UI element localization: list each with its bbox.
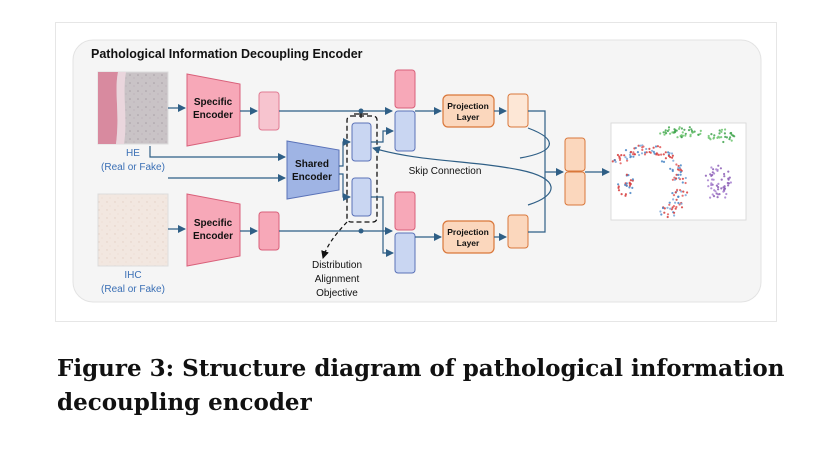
he-image [97,71,169,145]
latent-shared-top [394,110,416,152]
shared-encoder: Shared Encoder [286,140,340,200]
svg-text:Specific: Specific [194,97,233,108]
svg-text:Encoder: Encoder [193,231,233,242]
specific-feature-top [258,91,280,131]
projected-output-top [507,93,529,128]
ihc-image [97,193,169,267]
tsne-scatter-plot [610,122,747,221]
combined-embedding-bottom [564,171,586,206]
latent-shared-bottom [394,232,416,274]
projected-output-bottom [507,214,529,249]
specific-encoder-bottom: Specific Encoder [186,193,241,267]
latent-specific-top [394,69,416,109]
svg-text:Layer: Layer [457,112,480,122]
combined-embedding-top [564,137,586,172]
svg-text:Encoder: Encoder [292,172,332,183]
specific-feature-bottom [258,211,280,251]
he-sublabel: (Real or Fake) [101,162,165,173]
panel-title: Pathological Information Decoupling Enco… [91,47,363,61]
alignment-label-line1: Distribution [312,260,362,271]
svg-text:Encoder: Encoder [193,110,233,121]
alignment-label-line3: Objective [316,288,358,299]
specific-encoder-top: Specific Encoder [186,73,241,147]
projection-layer-top: Projection Layer [442,94,495,128]
ihc-sublabel: (Real or Fake) [101,284,165,295]
alignment-label-line2: Alignment [315,274,360,285]
projection-layer-bottom: Projection Layer [442,220,495,254]
svg-text:Shared: Shared [295,159,329,170]
shared-feature-top [351,122,372,162]
shared-feature-bottom [351,177,372,217]
encoder-panel [72,39,762,303]
ihc-label: IHC [124,270,141,281]
figure-caption: Figure 3: Structure diagram of pathologi… [57,355,785,416]
alignment-arrow [321,221,348,259]
he-label: HE [126,148,140,159]
svg-text:Projection: Projection [447,101,489,111]
connector-lines [149,104,610,257]
skip-connection-label: Skip Connection [409,166,482,177]
alignment-dashed-box [346,115,378,223]
svg-text:Projection: Projection [447,227,489,237]
latent-specific-bottom [394,191,416,231]
svg-text:Layer: Layer [457,238,480,248]
svg-text:Specific: Specific [194,218,233,229]
